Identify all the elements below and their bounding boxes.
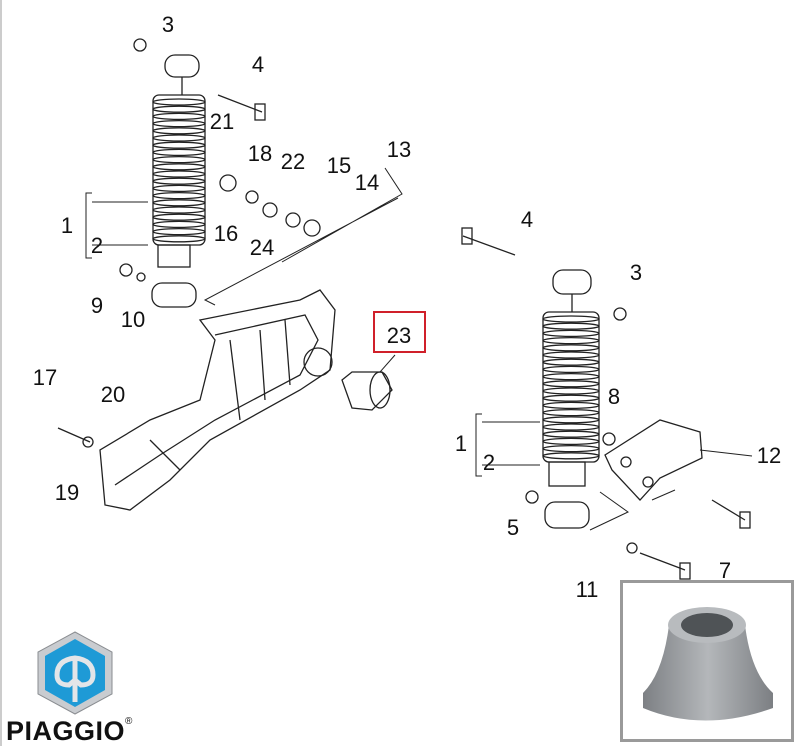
- spring-coil: [152, 206, 206, 214]
- spring-coil: [542, 387, 600, 395]
- bolts: [57, 94, 751, 580]
- spring-coil: [152, 184, 206, 193]
- callout-13-left: 13: [386, 137, 412, 162]
- callout-8-right: 8: [607, 384, 621, 409]
- spring-coil: [542, 394, 600, 402]
- spring-coil: [152, 119, 206, 128]
- spring-coil: [152, 134, 206, 142]
- callout-3-left: 3: [161, 12, 175, 37]
- swing-arm-bracket: [99, 289, 336, 511]
- spring-coil: [542, 315, 600, 323]
- mount-bracket-12: [604, 419, 703, 501]
- spring-coil: [542, 380, 600, 388]
- spring-coil: [152, 98, 206, 106]
- callout-7-right: 7: [718, 558, 732, 583]
- spring-coil: [152, 170, 206, 178]
- callout-20-left: 20: [100, 382, 126, 407]
- spring-coil: [542, 329, 600, 338]
- callout-14-left: 14: [354, 170, 380, 195]
- piaggio-logo: [37, 631, 113, 715]
- spring-coil: [542, 452, 600, 460]
- callout-15-left: 15: [326, 153, 352, 178]
- spring-coil: [542, 430, 600, 438]
- spring-coil: [542, 401, 600, 410]
- bushing-23: [341, 371, 393, 411]
- callout-2-right: 2: [482, 450, 496, 475]
- spring-coil: [542, 444, 600, 453]
- right-shock-absorber: [542, 269, 600, 529]
- spring-coil: [152, 235, 206, 243]
- callout-5-right: 5: [506, 515, 520, 540]
- spring-coil: [152, 148, 206, 157]
- spring-coil: [542, 344, 600, 352]
- callout-10-left: 10: [120, 307, 146, 332]
- spring-coil: [152, 105, 206, 113]
- part-photo-inset: [620, 580, 794, 742]
- spring-coil: [542, 372, 600, 381]
- spring-coil: [542, 351, 600, 359]
- spring-coil: [152, 163, 206, 171]
- spring-coil: [542, 408, 600, 417]
- spring-coil: [542, 336, 600, 345]
- callout-23-left: 23: [386, 323, 412, 348]
- spring-coil: [542, 437, 600, 446]
- callout-18-left: 18: [247, 141, 273, 166]
- leader-lines: [85, 167, 753, 531]
- spring-coil: [542, 416, 600, 424]
- spring-coil: [152, 177, 206, 185]
- spring-coil: [152, 191, 206, 200]
- callout-2-left: 2: [90, 233, 104, 258]
- callout-1-left: 1: [60, 213, 74, 238]
- spring-coil: [542, 322, 600, 330]
- callout-4-right: 4: [520, 207, 534, 232]
- brand-name-text: PIAGGIO: [6, 716, 126, 746]
- brand-wordmark: PIAGGIO®: [6, 716, 133, 747]
- spring-coil: [542, 423, 600, 431]
- bushing-photo: [643, 607, 773, 721]
- callout-11-right: 11: [575, 577, 599, 602]
- spring-coil: [152, 127, 206, 135]
- callout-4-left: 4: [251, 52, 265, 77]
- callout-3-right: 3: [629, 260, 643, 285]
- spring-coil: [152, 227, 206, 236]
- spring-coil: [542, 365, 600, 374]
- callout-16-left: 16: [213, 221, 239, 246]
- nuts-washers: [82, 38, 638, 554]
- callout-17-left: 17: [32, 365, 58, 390]
- spring-coil: [152, 155, 206, 164]
- callout-19-left: 19: [54, 480, 80, 505]
- callout-1-right: 1: [454, 431, 468, 456]
- spring-coil: [542, 358, 600, 366]
- spring-coil: [152, 220, 206, 229]
- callout-9-left: 9: [90, 293, 104, 318]
- left-shock-absorber: [151, 54, 206, 308]
- callout-22-left: 22: [280, 149, 306, 174]
- callout-21-left: 21: [209, 109, 235, 134]
- highlight-box-part-23: [373, 311, 426, 353]
- callout-24-left: 24: [249, 235, 275, 260]
- callout-12-right: 12: [756, 443, 782, 468]
- spring-coil: [152, 112, 206, 121]
- spring-coil: [152, 141, 206, 149]
- spring-coil: [152, 199, 206, 207]
- registered-mark: ®: [125, 716, 133, 727]
- spring-coil: [152, 213, 206, 221]
- page-border: [0, 0, 2, 746]
